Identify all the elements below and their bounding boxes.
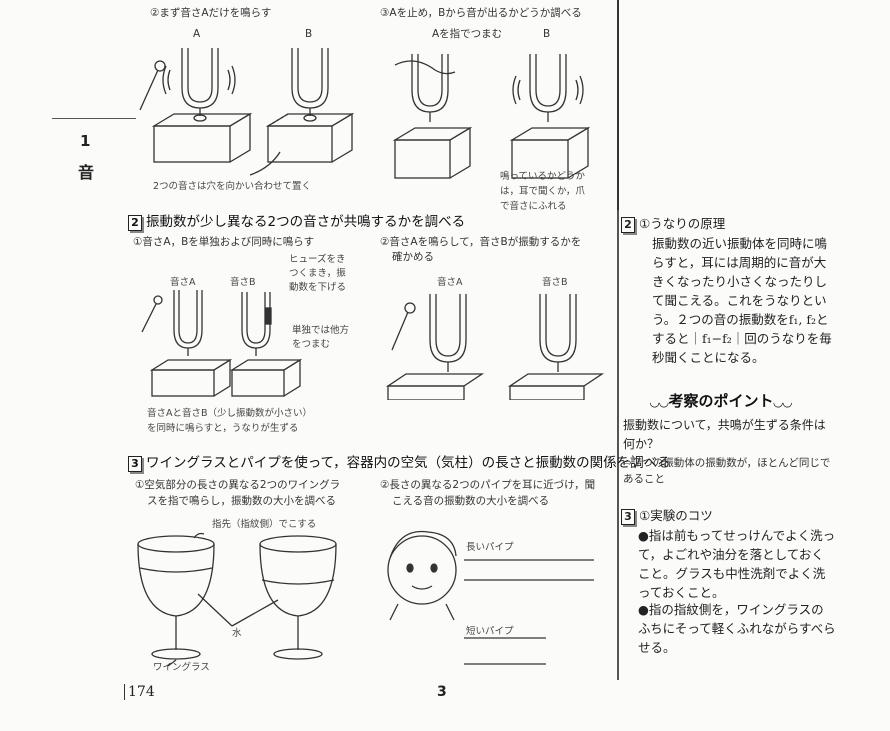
top-caption: 2つの音さは穴を向かい合わせて置く (153, 181, 312, 192)
sidebar-beat-heading-row: 2 ①うなりの原理 (621, 216, 725, 233)
section2-fuse-note-3: 動数を下げる (289, 282, 347, 293)
section2-fork-a2-label: 音さA (437, 277, 463, 288)
sidebar-beat-heading: ①うなりの原理 (639, 216, 726, 231)
footer-page-left: 174 (124, 684, 155, 701)
top-note-line-2: は，耳で聞くか，爪 (500, 186, 585, 197)
section3-short-pipe-label: 短いパイプ (466, 626, 514, 637)
top-step2: ②まず音さAだけを鳴らす (150, 7, 272, 19)
sidebar-point-ornament-right: ◡◡ (773, 395, 792, 409)
section2-caption-1: 音さAと音さB（少し振動数が小さい） (147, 408, 313, 419)
section2-title: 振動数が少し異なる2つの音さが共鳴するかを調べる (146, 214, 466, 230)
tuning-fork-illustration-top (139, 48, 591, 179)
section3-finger-note: 指先（指紋側）でこする (212, 519, 317, 530)
tuning-fork-illustration-section2 (141, 290, 605, 400)
section2-pinch-note-1: 単独では他方 (292, 325, 350, 336)
sidebar-point-heading: 考察のポイント (668, 392, 774, 410)
top-label-a: A (193, 28, 201, 40)
section2-fork-b2-label: 音さB (542, 277, 568, 288)
section2-fuse-note-1: ヒューズをき (289, 254, 346, 265)
section2-fork-b-label: 音さB (230, 277, 256, 288)
section2-step2-line1: ②音さAを鳴らして，音さBが振動するかを (380, 236, 582, 248)
section3-long-pipe-label: 長いパイプ (466, 542, 514, 553)
chapter-title: 音 (78, 163, 95, 182)
top-pinch-note: Aを指でつまむ (432, 28, 503, 40)
section3-step1-line1: ①空気部分の長さの異なる2つのワイングラ (135, 479, 341, 491)
section3-water-label: 水 (232, 628, 242, 639)
column-divider (617, 0, 619, 210)
section2-step2-line2: 確かめる (392, 251, 434, 263)
sidebar-point-ornament-left: ◡◡ (650, 395, 669, 409)
sidebar-point-question: 振動数について，共鳴が生ずる条件は何か？ (623, 418, 826, 451)
section2-number: 2 (128, 215, 142, 231)
section2-caption-2: を同時に鳴らすと，うなりが生ずる (147, 423, 299, 434)
section2-pinch-note-2: をつまむ (292, 339, 331, 350)
section2-fork-a-label: 音さA (170, 277, 196, 288)
top-label-b: B (305, 28, 313, 40)
section3-number: 3 (128, 456, 142, 472)
sidebar-point-answer: ⇨２つの振動体の振動数が，ほとんど同じであること (623, 457, 831, 485)
top-note-line-1: 鳴っているかどうか (500, 171, 586, 182)
section3-step1-line2: スを指で鳴らし，振動数の大小を調べる (147, 495, 336, 507)
column-divider-lower (617, 210, 619, 680)
sidebar-beat-body: 振動数の近い振動体を同時に鳴らすと，耳には周期的に音が大きくなったり小さくなった… (652, 236, 832, 365)
top-note-line-3: で音さにふれる (500, 201, 567, 212)
footer-page-left-number: 174 (128, 684, 155, 700)
footer-page-rule (124, 684, 125, 700)
section2-fuse-note-2: つくまき，振 (289, 268, 346, 279)
sidebar-tips-item-2: ●指の指紋側を，ワイングラスのふちにそって軽くふれながらすべらせる。 (638, 602, 836, 655)
sidebar-tips-heading-row: 3 ①実験のコツ (621, 508, 713, 525)
section2-step1: ①音さA，Bを単独および同時に鳴らす (133, 236, 315, 248)
sidebar-beat-number: 2 (621, 217, 635, 233)
chapter-number: 1 (80, 132, 91, 150)
top-label-b2: B (543, 28, 551, 40)
sidebar-tips-number: 3 (621, 509, 635, 525)
margin-rule (52, 118, 136, 119)
section3-title: ワイングラスとパイプを使って，容器内の空気（気柱）の長さと振動数の関係を調べる (146, 455, 671, 471)
sidebar-tips-heading: ①実験のコツ (639, 508, 713, 523)
section3-wineglass-label: ワイングラス (153, 662, 210, 673)
top-step3: ③Aを止め，Bから音が出るかどうか調べる (380, 7, 582, 19)
sidebar-point-heading-row: ◡◡考察のポイント◡◡ (650, 392, 792, 410)
footer-page-center: 3 (437, 684, 447, 700)
section3-step2-line1: ②長さの異なる2つのパイプを耳に近づけ，聞 (380, 479, 596, 491)
sidebar-tips-item-1: ●指は前もってせっけんでよく洗って，よごれや油分を落としておくこと。グラスも中性… (638, 528, 836, 600)
wineglass-and-pipe-illustration (137, 530, 594, 667)
section3-step2-line2: こえる音の振動数の大小を調べる (392, 495, 550, 507)
